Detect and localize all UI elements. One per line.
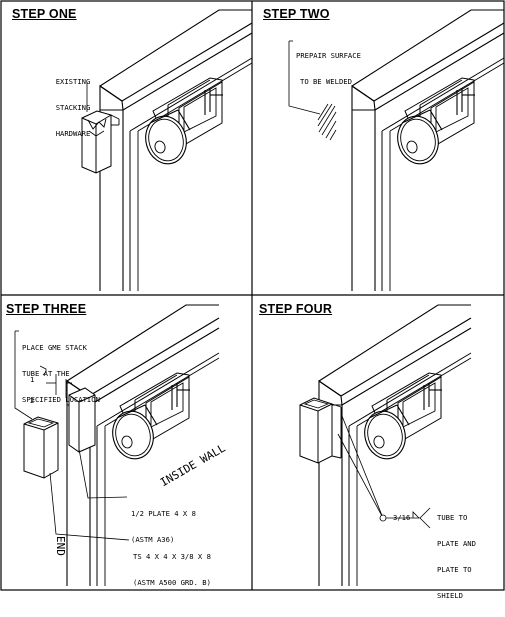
prepare-surface-note: PREPAIR SURFACE TO BE WELDED	[296, 51, 361, 86]
step-two-drawing	[288, 9, 505, 292]
end-label: END	[54, 536, 67, 556]
instruction-drawing	[0, 0, 505, 591]
gap-dimension: 1 2	[30, 375, 35, 405]
step-one-title: STEP ONE	[12, 7, 77, 21]
weld-size: 3/16	[393, 513, 411, 522]
weld-callout-note: TUBE TO PLATE AND PLATE TO SHIELD	[437, 513, 476, 600]
place-tube-note: PLACE GME STACK TUBE AT THE SPECIFIED LO…	[22, 343, 100, 404]
existing-hardware-note: EXISTING STACKING HARDWARE	[55, 77, 91, 138]
step-four-drawing	[299, 304, 472, 587]
step-three-parts	[14, 330, 130, 541]
step-four-title: STEP FOUR	[259, 302, 333, 316]
step-one-drawing	[81, 9, 253, 292]
step-three-title: STEP THREE	[6, 302, 87, 316]
instruction-sheet: STEP ONE STEP TWO STEP THREE STEP FOUR E…	[0, 0, 505, 599]
step-two-title: STEP TWO	[263, 7, 330, 21]
plate-note: 1/2 PLATE 4 X 8 (ASTM A36)	[131, 509, 196, 544]
tube-section-note: TS 4 X 4 X 3/8 X 8 (ASTM A500 GRD. B)	[133, 552, 211, 587]
